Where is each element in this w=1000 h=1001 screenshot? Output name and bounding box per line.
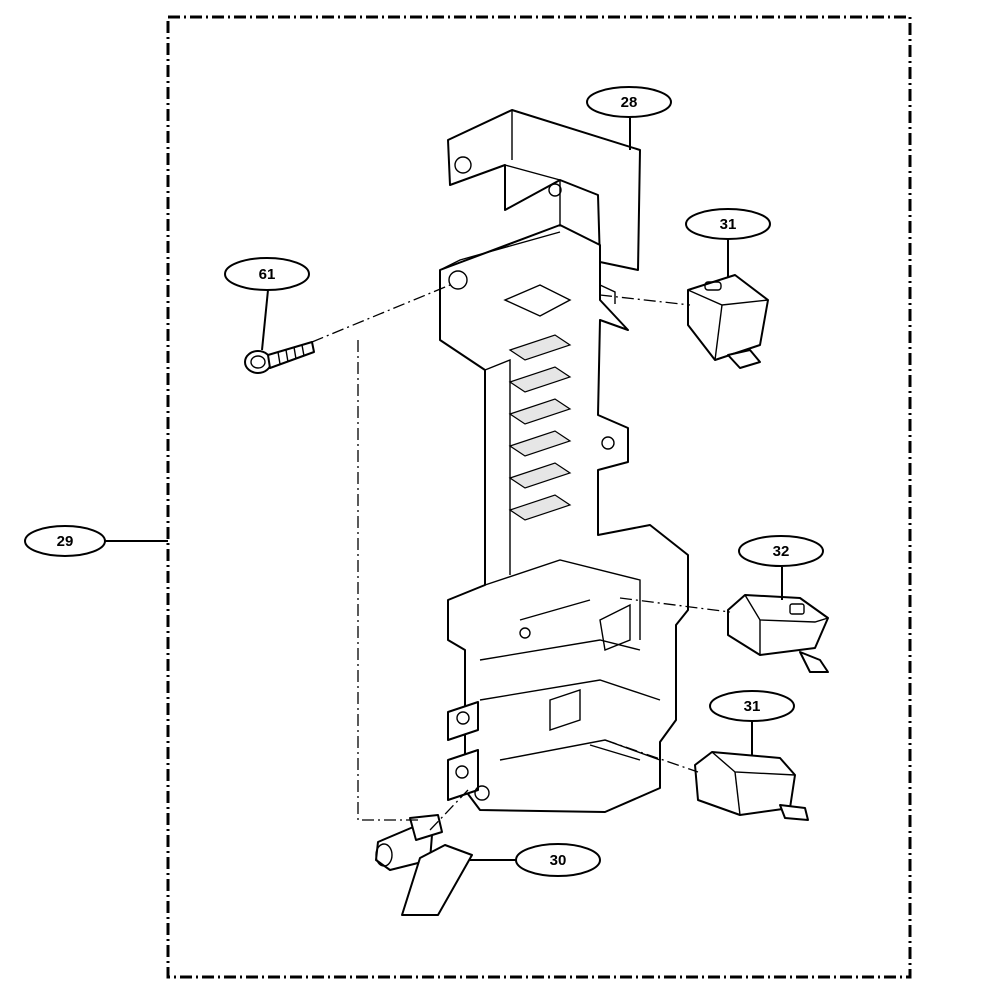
callout-31-bottom: 31: [709, 690, 795, 722]
micro-switch-bottom: [694, 751, 809, 821]
callout-31-bottom-label: 31: [744, 698, 761, 715]
callout-61-label: 61: [259, 266, 276, 283]
callout-28: 28: [586, 86, 672, 118]
latch-board: [439, 109, 689, 813]
assembly-boundary: [166, 15, 912, 979]
callout-31-top-label: 31: [720, 216, 737, 233]
callout-30-label: 30: [550, 852, 567, 869]
callout-31-top: 31: [685, 208, 771, 240]
screw-61: [244, 341, 315, 374]
assembly-lines: [311, 284, 731, 831]
micro-switch-32: [727, 594, 829, 673]
door-lever-30: [375, 814, 473, 916]
callout-30: 30: [515, 843, 601, 877]
callout-29: 29: [24, 525, 106, 557]
callout-32: 32: [738, 535, 824, 567]
callout-61: 61: [224, 257, 310, 291]
micro-switch-top: [687, 274, 769, 369]
callout-28-label: 28: [621, 94, 638, 111]
callout-29-label: 29: [57, 533, 74, 550]
leader-lines: [103, 115, 783, 861]
callout-32-label: 32: [773, 543, 790, 560]
